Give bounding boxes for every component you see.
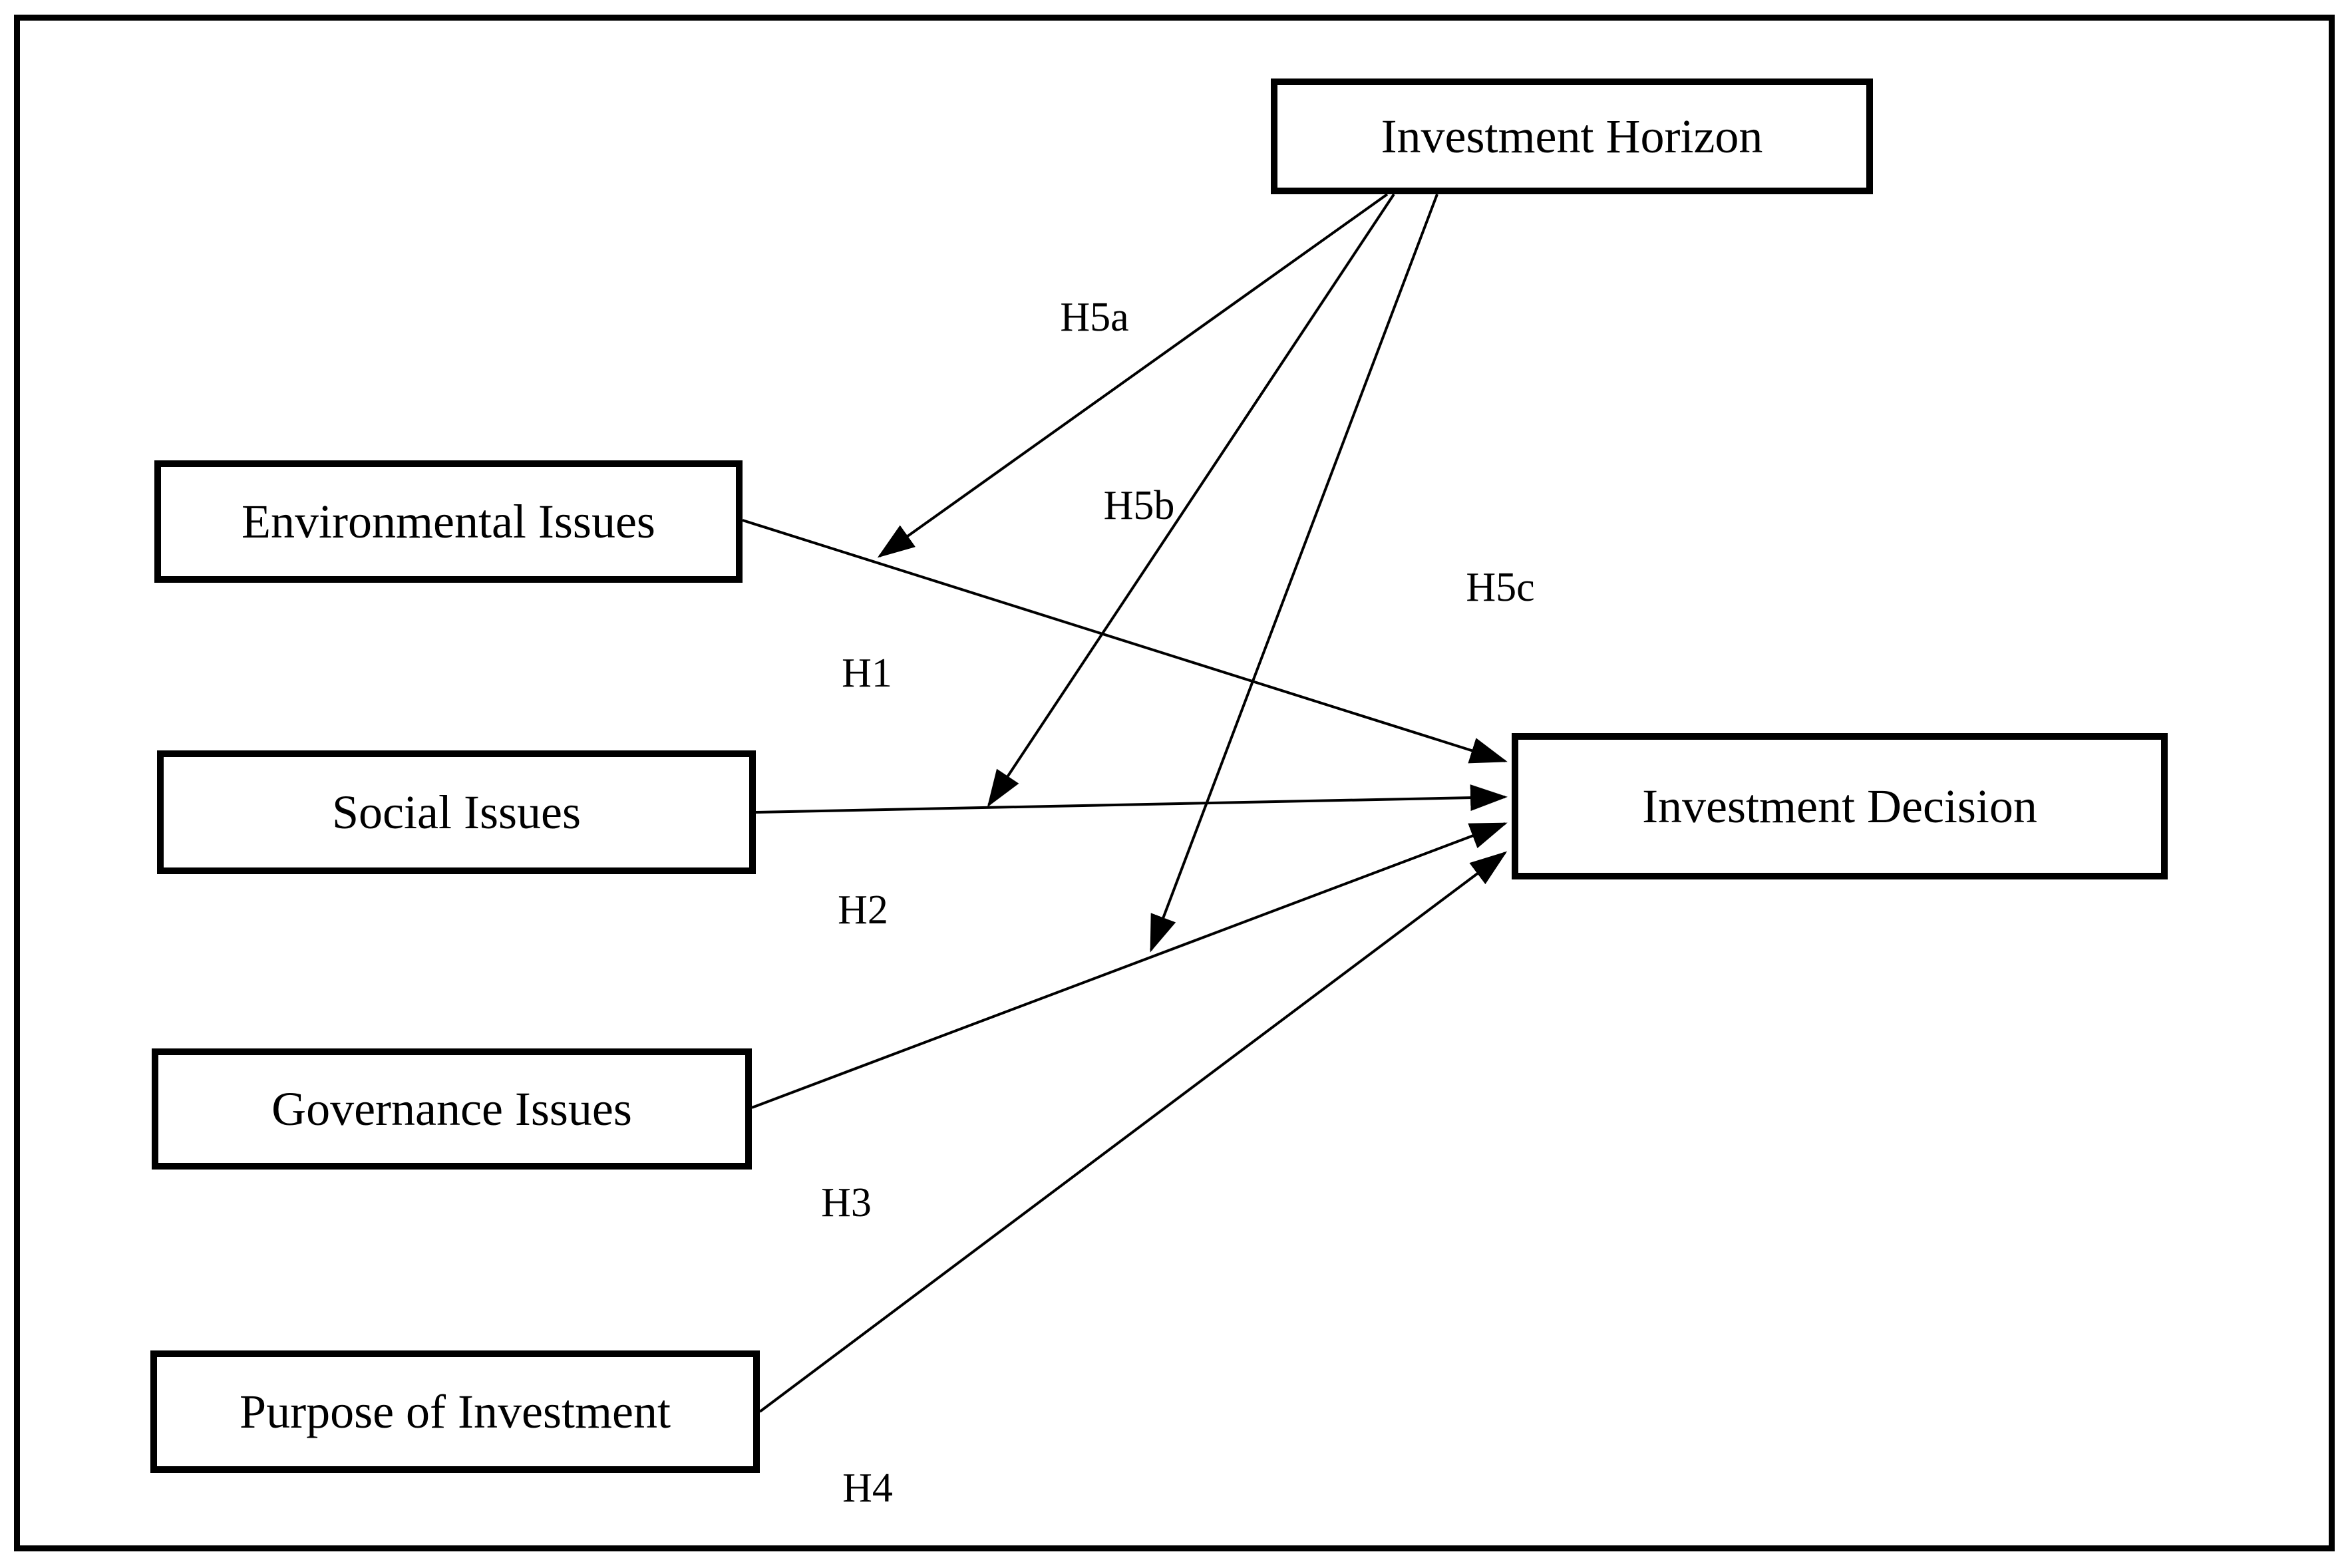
node-purpose-of-investment: Purpose of Investment <box>150 1350 760 1473</box>
node-environmental-issues: Environmental Issues <box>154 460 743 583</box>
node-governance-issues: Governance Issues <box>152 1048 752 1170</box>
edge-h1 <box>742 519 1508 764</box>
node-social-issues-label: Social Issues <box>332 786 581 839</box>
node-governance-issues-label: Governance Issues <box>271 1082 632 1136</box>
edge-label-h1: H1 <box>842 651 892 696</box>
edge-h3 <box>751 822 1508 1109</box>
edge-label-h4: H4 <box>842 1466 893 1511</box>
edge-h5b <box>987 193 1395 808</box>
figure-border <box>14 15 2335 1551</box>
node-investment-decision-label: Investment Decision <box>1642 780 2037 833</box>
node-social-issues: Social Issues <box>157 750 756 874</box>
edge-label-h5c: H5c <box>1466 565 1535 610</box>
node-investment-horizon-label: Investment Horizon <box>1381 110 1763 163</box>
node-investment-decision: Investment Decision <box>1512 733 2168 879</box>
edge-h4 <box>758 851 1508 1413</box>
edge-h5a <box>877 193 1389 558</box>
edge-h5c <box>1150 194 1438 953</box>
edge-h2 <box>755 784 1508 814</box>
node-investment-horizon: Investment Horizon <box>1271 78 1873 194</box>
node-environmental-issues-label: Environmental Issues <box>242 495 655 548</box>
edge-label-h5b: H5b <box>1103 483 1175 528</box>
edge-label-h2: H2 <box>838 887 888 933</box>
node-purpose-of-investment-label: Purpose of Investment <box>240 1385 671 1438</box>
edge-label-h3: H3 <box>821 1180 872 1225</box>
edge-label-h5a: H5a <box>1060 295 1129 340</box>
